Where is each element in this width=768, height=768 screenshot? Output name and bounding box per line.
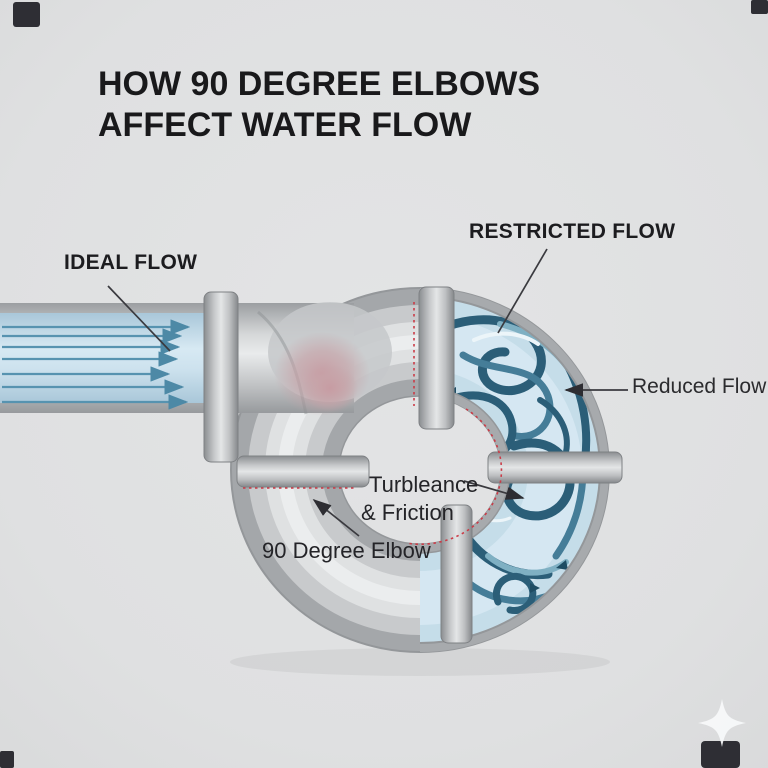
leader-turbulence <box>463 480 525 500</box>
label-90-degree-elbow: 90 Degree Elbow <box>262 538 431 563</box>
ideal-flow-arrows <box>2 319 191 410</box>
flanges <box>203 286 623 644</box>
page-title: HOW 90 DEGREE ELBOWS AFFECT WATER FLOW <box>98 64 540 146</box>
dotted-reference-lines <box>243 302 503 545</box>
label-turbulence-line2: & Friction <box>361 500 454 525</box>
sparkle-icon <box>698 699 746 747</box>
title-line-2: AFFECT WATER FLOW <box>98 106 472 144</box>
leader-elbow <box>312 498 360 537</box>
leader-lines <box>107 248 628 537</box>
label-ideal-flow: IDEAL FLOW <box>64 251 198 274</box>
leader-restricted-flow <box>497 248 548 334</box>
pipe-shadow <box>230 648 610 676</box>
title-line-1: HOW 90 DEGREE ELBOWS <box>98 65 541 103</box>
flange-inlet <box>203 291 239 463</box>
label-turbulence-line1: Turbleance <box>369 472 479 497</box>
flange-left <box>236 455 370 488</box>
flange-top <box>418 286 455 430</box>
flange-right <box>487 451 623 484</box>
impact-zone-core <box>302 364 358 412</box>
label-restricted-flow: RESTRICTED FLOW <box>469 220 676 243</box>
flange-bottom <box>440 504 473 644</box>
leader-ideal-flow <box>107 285 171 352</box>
label-reduced-flow: Reduced Flow <box>632 375 767 398</box>
